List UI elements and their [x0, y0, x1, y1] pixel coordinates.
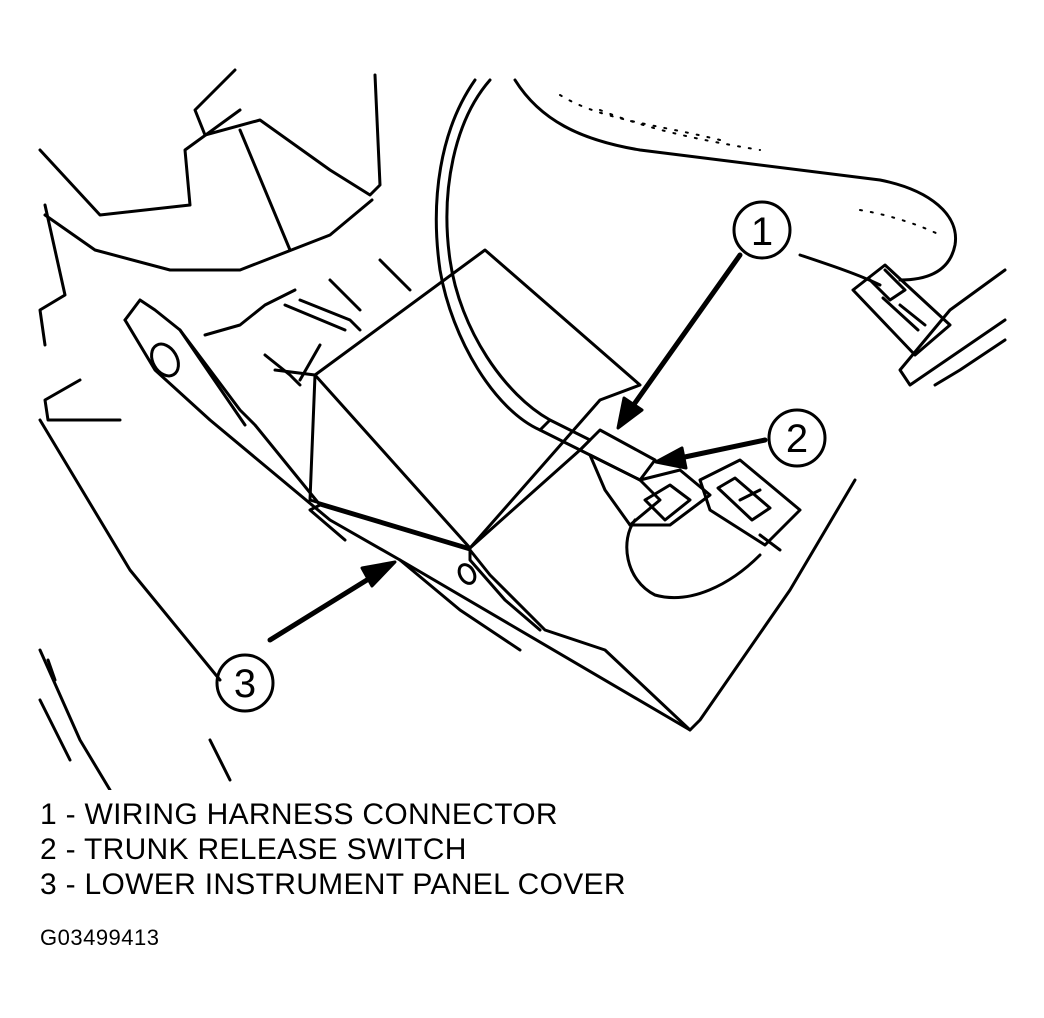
legend: 1 - WIRING HARNESS CONNECTOR 2 - TRUNK R… — [40, 797, 626, 902]
upper-trim — [513, 78, 1007, 387]
callout-3: 3 — [215, 560, 397, 713]
callout-2-number: 2 — [786, 417, 808, 461]
wiring-harness — [434, 78, 592, 452]
callout-1: 1 — [616, 200, 792, 430]
upper-right-connector — [851, 263, 952, 357]
trunk-release-switch-diagram: 1 2 3 — [38, 68, 1007, 790]
legend-item-2: 2 - TRUNK RELEASE SWITCH — [40, 833, 467, 866]
switch-housing — [263, 248, 642, 550]
callout-3-arrowhead — [360, 560, 397, 588]
dash-structure — [38, 68, 382, 790]
callout-2-arrowhead — [654, 446, 688, 470]
callout-2-circle — [767, 408, 827, 468]
callout-1-circle — [732, 200, 792, 260]
callout-1-number: 1 — [751, 210, 773, 254]
callout-2: 2 — [654, 408, 827, 470]
callout-3-leader — [267, 572, 378, 643]
figure-id: G03499413 — [40, 925, 160, 950]
lower-instrument-panel-cover — [123, 298, 857, 732]
callout-1-arrowhead — [616, 396, 644, 430]
callout-1-leader — [627, 252, 743, 413]
callout-3-circle — [215, 653, 275, 713]
legend-item-3: 3 - LOWER INSTRUMENT PANEL COVER — [40, 868, 626, 901]
callout-2-leader — [677, 437, 768, 461]
callout-3-number: 3 — [234, 662, 256, 706]
trunk-release-switch — [578, 428, 802, 600]
legend-item-1: 1 - WIRING HARNESS CONNECTOR — [40, 798, 558, 831]
